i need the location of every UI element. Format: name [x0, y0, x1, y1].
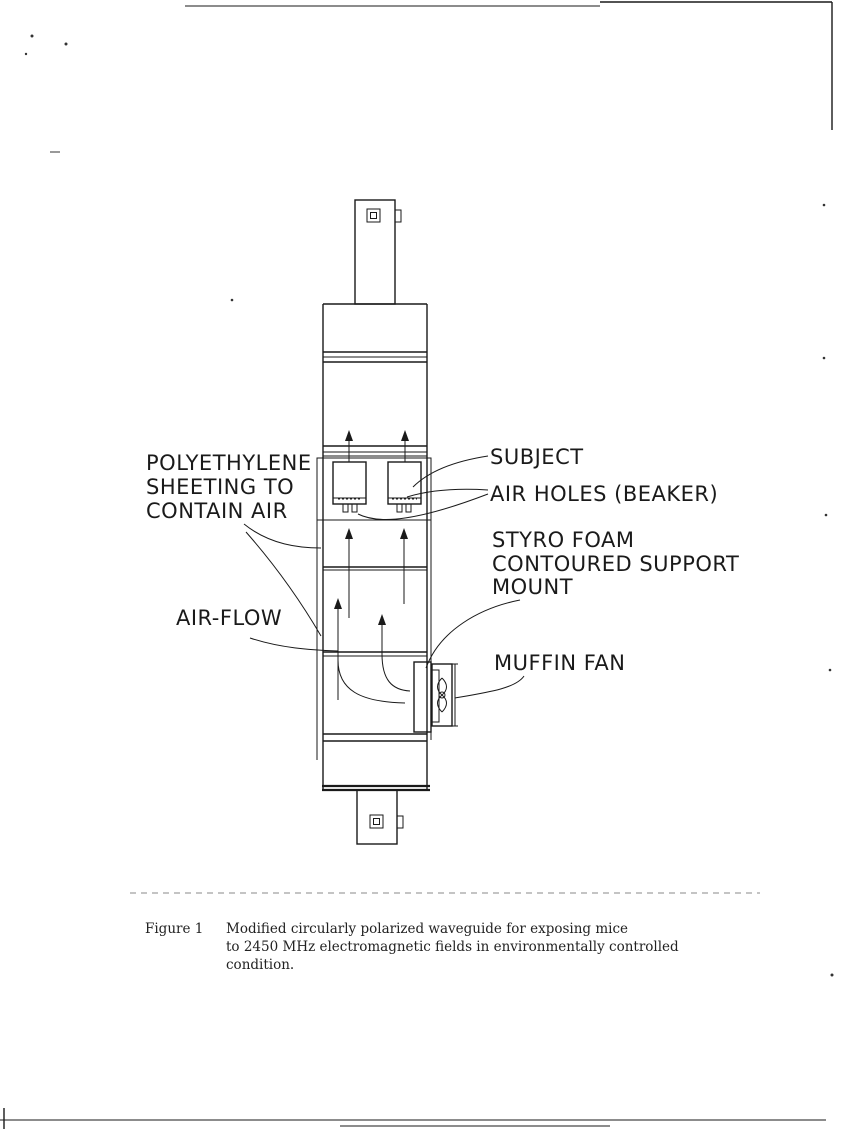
- air-flow-arrows: [334, 430, 411, 704]
- caption-line-2: to 2450 MHz electromagnetic fields in en…: [226, 939, 679, 955]
- muffin-fan-icon: [431, 663, 458, 727]
- label-styro-2: CONTOURED SUPPORT: [492, 552, 739, 576]
- label-polyethylene-2: SHEETING TO: [146, 475, 294, 499]
- label-styro-1: STYRO FOAM: [492, 528, 635, 552]
- caption-line-3: condition.: [226, 957, 294, 973]
- caption-figure-number: Figure 1: [145, 921, 203, 937]
- label-air-flow: AIR-FLOW: [176, 606, 282, 630]
- label-styro-3: MOUNT: [492, 575, 573, 599]
- top-coax-connector: [354, 199, 402, 305]
- label-polyethylene-1: POLYETHYLENE: [146, 451, 312, 475]
- waveguide-body: [322, 303, 430, 792]
- beaker-left: [332, 461, 367, 513]
- label-subject: SUBJECT: [490, 445, 584, 469]
- leader-lines: [243, 455, 525, 699]
- label-polyethylene-3: CONTAIN AIR: [146, 499, 288, 523]
- label-air-holes: AIR HOLES (BEAKER): [490, 482, 718, 506]
- beaker-right: [387, 461, 422, 513]
- scan-specks: [24, 34, 834, 977]
- bottom-coax-connector: [356, 789, 404, 845]
- caption-line-1: Modified circularly polarized waveguide …: [226, 921, 628, 937]
- label-muffin-fan: MUFFIN FAN: [494, 651, 625, 675]
